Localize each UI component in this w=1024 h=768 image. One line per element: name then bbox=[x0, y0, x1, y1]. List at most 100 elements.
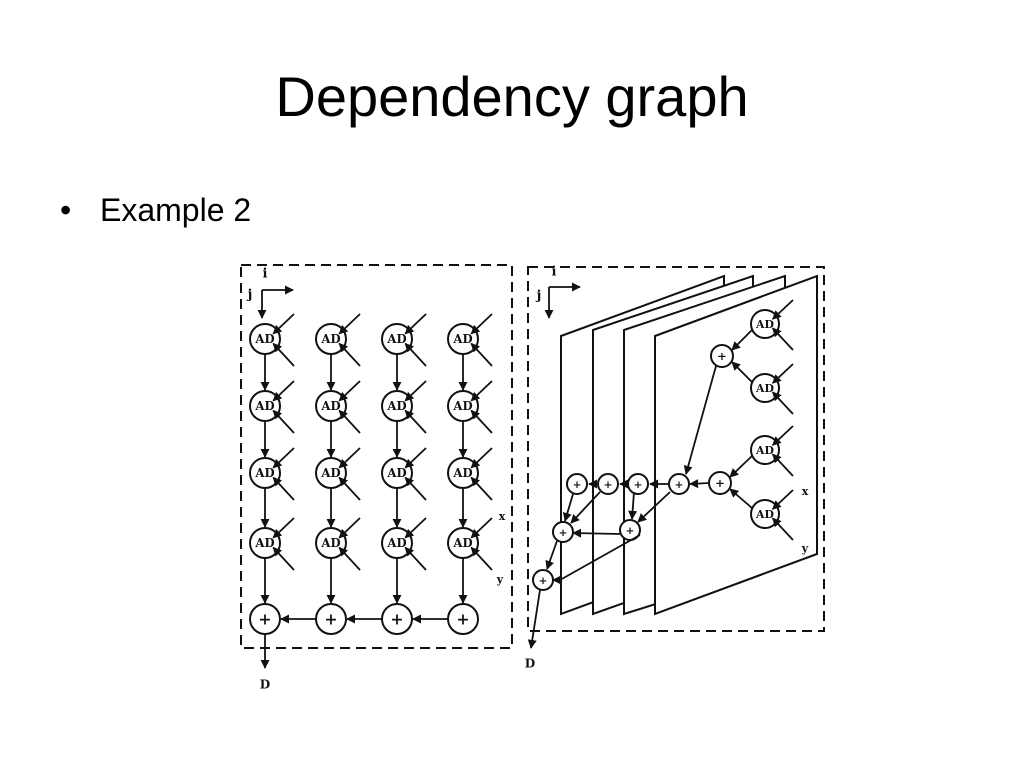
input-arrow bbox=[338, 517, 361, 539]
ad-node-left: AD bbox=[447, 313, 493, 367]
ad-node-circle bbox=[315, 527, 347, 559]
plus-node-label: + bbox=[258, 610, 271, 629]
ad-node-label: AD bbox=[755, 444, 774, 457]
input-arrow bbox=[772, 489, 794, 510]
sum-node-right: + bbox=[619, 519, 641, 541]
ad-node-right: AD bbox=[750, 299, 794, 351]
input-arrow bbox=[338, 447, 361, 469]
plus-node-label: + bbox=[559, 527, 568, 539]
ad-node-label: AD bbox=[755, 318, 774, 331]
ad-node-circle bbox=[381, 527, 413, 559]
ad-node-label: AD bbox=[320, 466, 340, 480]
input-arrow bbox=[338, 380, 361, 402]
left-panel: ijADADADAD+ADADADAD+ADADADAD+ADADADAD+Dx… bbox=[240, 264, 513, 692]
ad-node-label: AD bbox=[386, 399, 406, 413]
axis-i-label: i bbox=[552, 265, 557, 280]
plus-node-circle bbox=[668, 473, 690, 495]
ad-node-circle bbox=[750, 373, 780, 403]
input-arrow bbox=[470, 517, 493, 539]
input-arrow bbox=[338, 313, 361, 335]
input-arrow bbox=[470, 380, 493, 402]
ad-node-left: AD bbox=[315, 313, 361, 367]
plus-node-label: + bbox=[604, 479, 613, 491]
sum-node-left: + bbox=[381, 603, 413, 635]
plus-node-label: + bbox=[717, 349, 727, 363]
input-arrow bbox=[772, 517, 794, 541]
plus-node-label: + bbox=[324, 610, 337, 629]
ad-node-circle bbox=[750, 435, 780, 465]
collector-edge bbox=[545, 540, 558, 570]
ad-node-right: AD bbox=[750, 425, 794, 477]
ad-node-left: AD bbox=[315, 447, 361, 501]
input-arrow bbox=[272, 546, 295, 571]
ad-node-label: AD bbox=[755, 382, 774, 395]
input-arrow bbox=[470, 476, 493, 501]
ad-node-label: AD bbox=[452, 399, 472, 413]
input-arrow bbox=[470, 409, 493, 434]
ad-node-left: AD bbox=[447, 447, 493, 501]
input-arrow bbox=[404, 517, 427, 539]
ad-node-left: AD bbox=[249, 517, 295, 571]
collector-edge bbox=[570, 491, 601, 524]
plus-node-label: + bbox=[675, 479, 684, 491]
slide-title: Dependency graph bbox=[275, 65, 749, 128]
sum-node-right: + bbox=[566, 473, 588, 495]
right-panel-border bbox=[527, 266, 825, 632]
ad-node-left: AD bbox=[315, 380, 361, 434]
plus-node-label: + bbox=[539, 575, 548, 587]
input-arrow bbox=[772, 391, 794, 415]
ad-node-circle bbox=[249, 457, 281, 489]
input-arrow bbox=[272, 342, 295, 367]
input-arrow bbox=[404, 342, 427, 367]
ad-node-right: AD bbox=[750, 363, 794, 415]
collector-edge bbox=[637, 491, 671, 523]
input-arrow bbox=[272, 380, 295, 402]
ad-node-circle bbox=[381, 390, 413, 422]
output-d-arrow bbox=[527, 589, 541, 649]
plus-node-label: + bbox=[573, 479, 582, 491]
input-arrow bbox=[470, 313, 493, 335]
input-arrow bbox=[470, 447, 493, 469]
ad-node-circle bbox=[750, 499, 780, 529]
left-panel-border bbox=[240, 264, 513, 649]
input-arrow bbox=[338, 546, 361, 571]
ad-node-left: AD bbox=[381, 380, 427, 434]
input-arrow bbox=[272, 409, 295, 434]
sum-node-right: + bbox=[597, 473, 619, 495]
ad-node-left: AD bbox=[381, 447, 427, 501]
tree-edge bbox=[729, 455, 753, 478]
ad-node-left: AD bbox=[315, 517, 361, 571]
sum-node-right: + bbox=[552, 521, 574, 543]
ad-node-left: AD bbox=[447, 380, 493, 434]
ad-node-label: AD bbox=[452, 536, 472, 550]
input-arrow bbox=[272, 476, 295, 501]
plus-node-circle bbox=[566, 473, 588, 495]
ad-node-circle bbox=[447, 390, 479, 422]
input-arrow bbox=[404, 313, 427, 335]
input-arrow bbox=[470, 546, 493, 571]
collector-edge bbox=[552, 534, 641, 585]
ad-node-label: AD bbox=[386, 466, 406, 480]
ad-node-circle bbox=[249, 527, 281, 559]
plus-node-label: + bbox=[715, 476, 725, 490]
plus-node-label: + bbox=[626, 525, 635, 537]
input-arrow bbox=[772, 299, 794, 320]
axis-i-label: i bbox=[263, 267, 268, 282]
input-arrow bbox=[772, 363, 794, 384]
plus-node-label: + bbox=[390, 610, 403, 629]
ad-node-label: AD bbox=[320, 536, 340, 550]
plus-node-circle bbox=[627, 473, 649, 495]
ad-node-label: AD bbox=[254, 536, 274, 550]
input-y-label: y bbox=[496, 573, 504, 586]
ad-node-circle bbox=[447, 457, 479, 489]
plus-node-circle bbox=[597, 473, 619, 495]
input-arrow bbox=[470, 342, 493, 367]
input-arrow bbox=[772, 453, 794, 477]
chain-edge bbox=[689, 479, 710, 489]
sum-node-right: + bbox=[668, 473, 690, 495]
ad-node-circle bbox=[249, 323, 281, 355]
input-arrow bbox=[272, 447, 295, 469]
tree-edge bbox=[729, 488, 753, 509]
collector-edge bbox=[628, 491, 638, 520]
